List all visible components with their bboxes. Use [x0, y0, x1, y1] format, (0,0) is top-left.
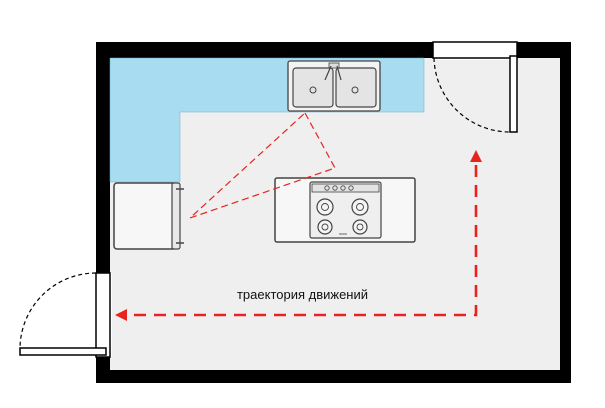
- refrigerator-icon: [113, 182, 184, 250]
- door-frame-top: [432, 41, 518, 59]
- door-leaf-left: [19, 347, 107, 356]
- arrow-head-icon: [470, 150, 482, 162]
- door-swing-icon: [433, 57, 511, 133]
- double-sink-icon: [287, 60, 381, 112]
- cooktop-island-icon: [274, 177, 416, 243]
- door-frame-left: [95, 272, 111, 358]
- door-swing-left-icon: [19, 272, 97, 350]
- movement-route: [128, 165, 478, 317]
- door-leaf-top: [509, 55, 518, 133]
- route-label: траектория движений: [236, 287, 369, 302]
- arrow-head-left-icon: [115, 309, 127, 321]
